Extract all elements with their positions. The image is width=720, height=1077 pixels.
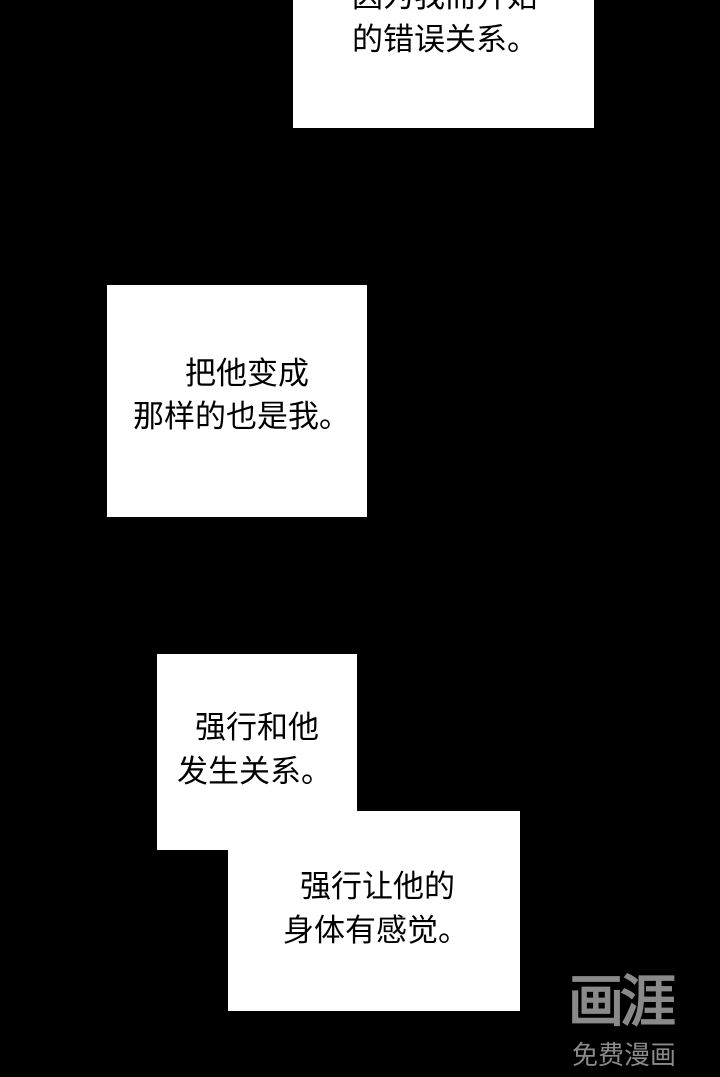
caption-3-line-1: 强行和他	[195, 710, 319, 746]
caption-2-line-1: 把他变成	[185, 356, 309, 392]
caption-box-4	[228, 811, 520, 1011]
caption-1-line-2: 的错误关系。	[352, 22, 538, 58]
caption-1-line-1: 因为我而开始	[352, 0, 538, 14]
watermark-logo: 画涯	[568, 970, 676, 1035]
caption-3-line-2: 发生关系。	[177, 754, 332, 790]
caption-box-1	[293, 0, 594, 128]
watermark-subtitle: 免费漫画	[572, 1041, 677, 1071]
caption-4-line-2: 身体有感觉。	[283, 913, 469, 949]
caption-4-line-1: 强行让他的	[300, 869, 455, 905]
caption-box-2	[107, 285, 367, 517]
caption-2-line-2: 那样的也是我。	[133, 399, 350, 435]
